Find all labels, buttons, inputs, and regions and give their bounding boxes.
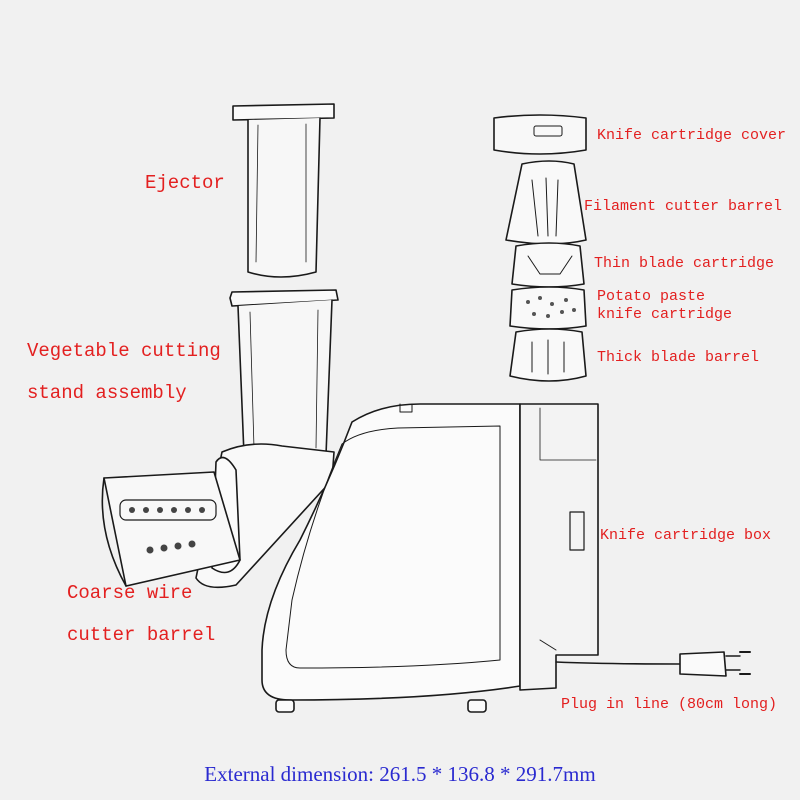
- label-knife-cartridge-cover: Knife cartridge cover: [597, 127, 787, 144]
- label-coarse-wire-line1: Coarse wire: [67, 582, 193, 604]
- coarse-wire-barrel-part: [101, 471, 241, 587]
- label-filament-cutter-barrel: Filament cutter barrel: [584, 198, 783, 215]
- thin-blade-cartridge-part: [511, 242, 585, 288]
- label-stand-assembly-line1: Vegetable cutting: [27, 340, 221, 362]
- label-plug-in-line: Plug in line (80cm long): [561, 696, 778, 713]
- label-stand-assembly-line2: stand assembly: [27, 382, 187, 404]
- filament-cutter-barrel-part: [505, 160, 587, 245]
- label-thick-blade-barrel: Thick blade barrel: [597, 349, 760, 366]
- label-thin-blade-cartridge: Thin blade cartridge: [594, 255, 775, 272]
- knife-cartridge-cover-part: [493, 114, 587, 155]
- main-body: [261, 403, 599, 713]
- label-knife-cartridge-box: Knife cartridge box: [600, 527, 772, 544]
- label-ejector: Ejector: [145, 172, 225, 194]
- thick-blade-barrel-part: [509, 328, 587, 382]
- label-potato-paste-line2: knife cartridge: [597, 306, 733, 323]
- label-coarse-wire-line2: cutter barrel: [67, 624, 216, 646]
- ejector-part: [232, 103, 335, 278]
- external-dimension-caption: External dimension: 261.5 * 136.8 * 291.…: [204, 762, 596, 786]
- label-potato-paste-line1: Potato paste: [597, 288, 706, 305]
- potato-paste-cartridge-part: [509, 286, 587, 330]
- plug-cord-part: [555, 651, 751, 677]
